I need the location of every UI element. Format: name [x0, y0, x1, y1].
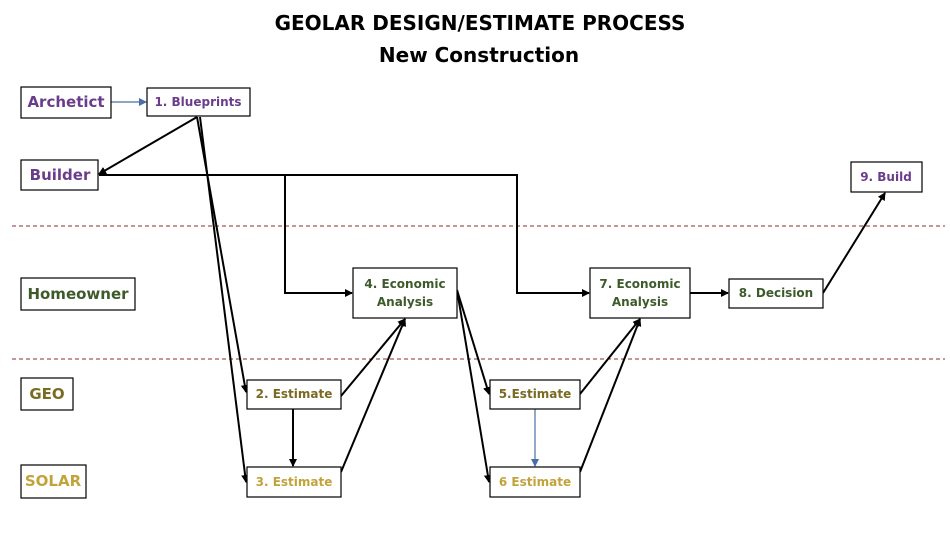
step-5-estimate: 5.Estimate — [489, 379, 581, 410]
arrow-analysis-4-to-estimate-6 — [456, 289, 492, 483]
svg-text:Analysis: Analysis — [612, 295, 668, 309]
svg-text:3. Estimate: 3. Estimate — [256, 475, 333, 489]
arrow-estimate-5-to-analysis-7 — [579, 318, 641, 395]
step-6-estimate: 6 Estimate — [489, 466, 581, 498]
role-geo: GEO — [20, 377, 74, 411]
diagram-subtitle: New Construction — [379, 43, 579, 67]
arrow-estimate-6-to-analysis-7 — [579, 318, 642, 473]
step-8-decision: 8. Decision — [728, 278, 824, 309]
arrow-estimate-3-to-analysis-4 — [340, 318, 406, 473]
svg-text:4. Economic: 4. Economic — [364, 277, 445, 291]
arrow-estimate-2-to-analysis-4 — [340, 318, 406, 397]
svg-text:8. Decision: 8. Decision — [739, 286, 813, 300]
svg-text:Archetict: Archetict — [27, 93, 104, 111]
arrow-builder-to-analysis-4 — [284, 175, 353, 297]
arrow-builder-to-analysis-7 — [99, 174, 590, 297]
svg-text:SOLAR: SOLAR — [25, 472, 82, 490]
step-9-build: 9. Build — [850, 161, 923, 193]
svg-text:Analysis: Analysis — [377, 295, 433, 309]
step-3-estimate: 3. Estimate — [246, 466, 342, 498]
step-4-economic-analysis: 4. Economic Analysis — [352, 267, 458, 319]
svg-text:Builder: Builder — [30, 166, 91, 184]
svg-text:6 Estimate: 6 Estimate — [499, 475, 571, 489]
arrow-blueprints-to-estimate-3 — [199, 116, 250, 483]
arrow-decision-to-build — [822, 192, 886, 294]
arrow-blueprints-to-builder — [98, 116, 198, 175]
svg-text:9. Build: 9. Build — [860, 170, 912, 184]
role-solar: SOLAR — [20, 464, 87, 499]
step-2-estimate: 2. Estimate — [246, 379, 342, 410]
step-1-blueprints: 1. Blueprints — [146, 87, 251, 117]
role-architect: Archetict — [20, 86, 112, 119]
svg-text:Homeowner: Homeowner — [27, 285, 129, 303]
svg-text:1. Blueprints: 1. Blueprints — [154, 95, 241, 109]
arrow-analysis-4-to-estimate-5 — [456, 289, 491, 395]
step-7-economic-analysis: 7. Economic Analysis — [589, 267, 691, 319]
svg-text:5.Estimate: 5.Estimate — [499, 387, 572, 401]
role-builder: Builder — [20, 159, 99, 191]
connectors — [98, 98, 886, 483]
diagram-title: GEOLAR DESIGN/ESTIMATE PROCESS — [275, 11, 686, 35]
svg-text:GEO: GEO — [29, 385, 64, 403]
role-homeowner: Homeowner — [20, 277, 136, 311]
svg-text:7. Economic: 7. Economic — [599, 277, 680, 291]
svg-text:2. Estimate: 2. Estimate — [256, 387, 333, 401]
